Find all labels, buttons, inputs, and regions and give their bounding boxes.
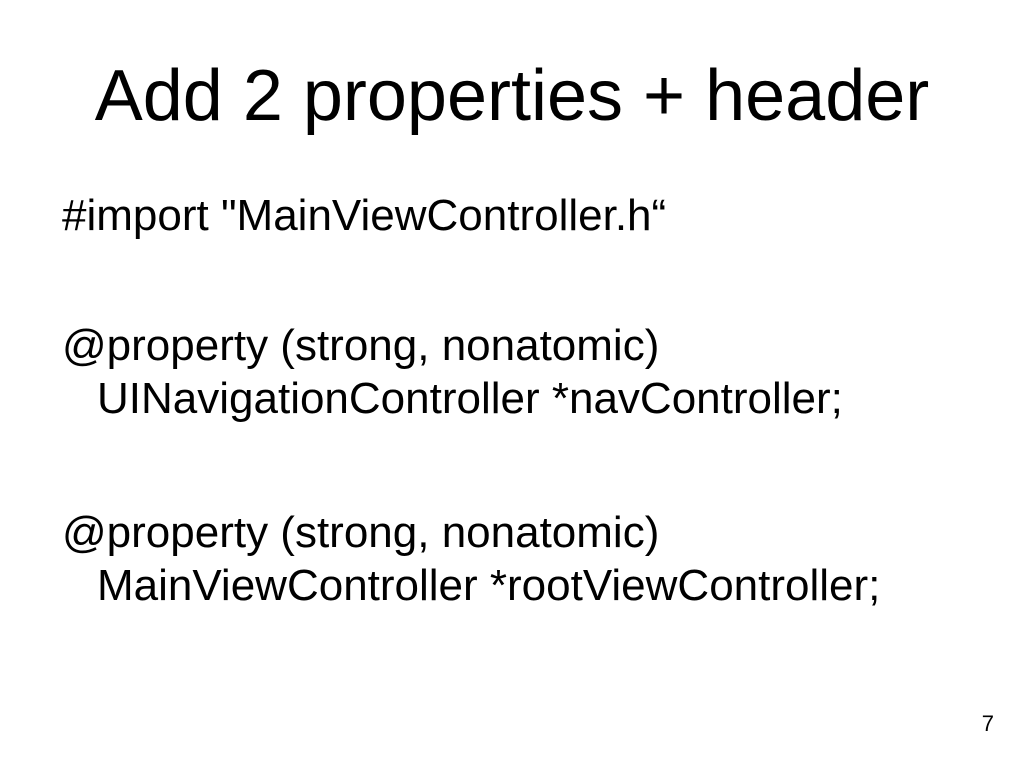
slide-title: Add 2 properties + header [94,56,930,136]
code-line-import: #import "MainViewController.h“ [62,191,667,240]
code-line-property-1: @property (strong, nonatomic) [62,321,660,370]
code-line-rootviewcontroller: MainViewController *rootViewController; [97,561,881,610]
page-number: 7 [981,711,994,736]
code-line-navcontroller: UINavigationController *navController; [97,374,843,423]
code-line-property-2: @property (strong, nonatomic) [62,508,660,557]
